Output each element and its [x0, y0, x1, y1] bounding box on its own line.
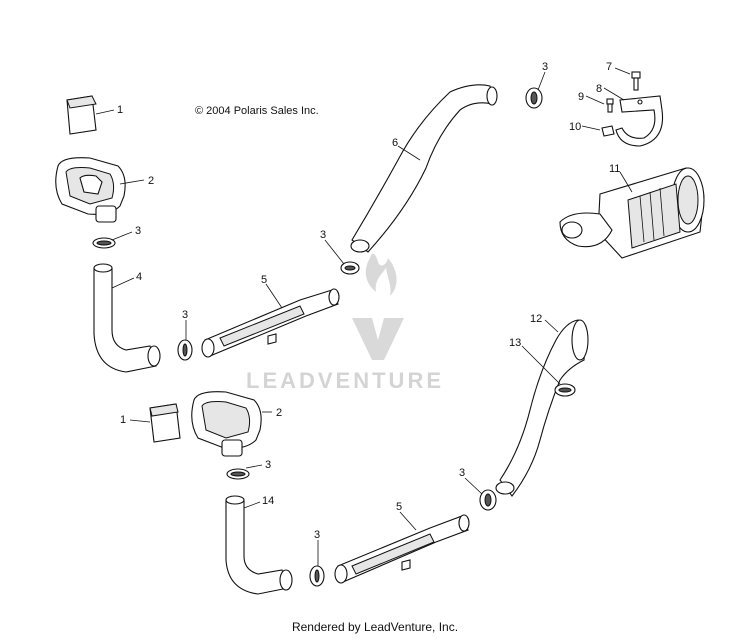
callout-8: 8	[596, 83, 602, 95]
callout-3f: 3	[265, 459, 271, 471]
callout-1a: 1	[117, 104, 123, 116]
watermark-logo: LEADVENTURE	[246, 253, 444, 393]
screw-7	[631, 71, 641, 91]
callout-9: 9	[578, 91, 584, 103]
filter-block-top	[66, 95, 97, 135]
callout-3g: 3	[314, 529, 320, 541]
callout-5a: 5	[261, 274, 267, 286]
callout-13: 13	[509, 337, 521, 349]
callout-2b: 2	[276, 407, 282, 419]
footer-credit: Rendered by LeadVenture, Inc.	[291, 620, 459, 634]
callout-10: 10	[569, 121, 581, 133]
intake-hose-lower	[225, 495, 293, 595]
callout-5b: 5	[396, 501, 402, 513]
callout-6: 6	[392, 137, 398, 149]
clamp-upper-duct	[340, 261, 360, 275]
intake-silencer-bottom	[191, 391, 262, 457]
leader-lines	[95, 67, 633, 566]
copyright-text: © 2004 Polaris Sales Inc.	[195, 105, 319, 117]
clamp-bottom-mid	[309, 565, 325, 587]
callout-3b: 3	[182, 309, 188, 321]
callout-3d: 3	[542, 61, 548, 73]
intake-hose-upper	[93, 263, 161, 373]
filter-block-bottom	[149, 403, 181, 443]
callout-12: 12	[530, 313, 542, 325]
callout-11: 11	[609, 163, 620, 175]
mounting-strap	[615, 95, 664, 147]
duct-bottom	[334, 514, 470, 584]
callout-14: 14	[262, 495, 274, 507]
callout-3h: 3	[459, 467, 465, 479]
watermark-text: LEADVENTURE	[246, 368, 444, 393]
clamp-13	[554, 383, 576, 397]
callout-3c: 3	[320, 229, 326, 241]
nut-10	[601, 125, 615, 137]
duct-top	[201, 288, 340, 358]
clamp-top-right	[525, 87, 543, 109]
hose-right	[495, 319, 589, 497]
screw-9	[606, 98, 614, 113]
air-box	[559, 167, 705, 259]
clamp-bottom-right	[479, 489, 497, 511]
callout-labels: 1 2 3 4 3 5 3 6 3 7 8 9 10 11 12 13 1 2 …	[117, 61, 620, 541]
callout-4: 4	[136, 271, 142, 283]
clamp-bottom-left	[226, 468, 250, 480]
clamp-top-left	[92, 237, 116, 249]
intake-silencer-top	[55, 157, 126, 223]
callout-1b: 1	[120, 414, 126, 426]
long-hose	[350, 84, 498, 253]
callout-7: 7	[606, 61, 612, 73]
clamp-mid-left	[177, 339, 193, 361]
callout-3a: 3	[135, 225, 141, 237]
callout-2a: 2	[148, 175, 154, 187]
